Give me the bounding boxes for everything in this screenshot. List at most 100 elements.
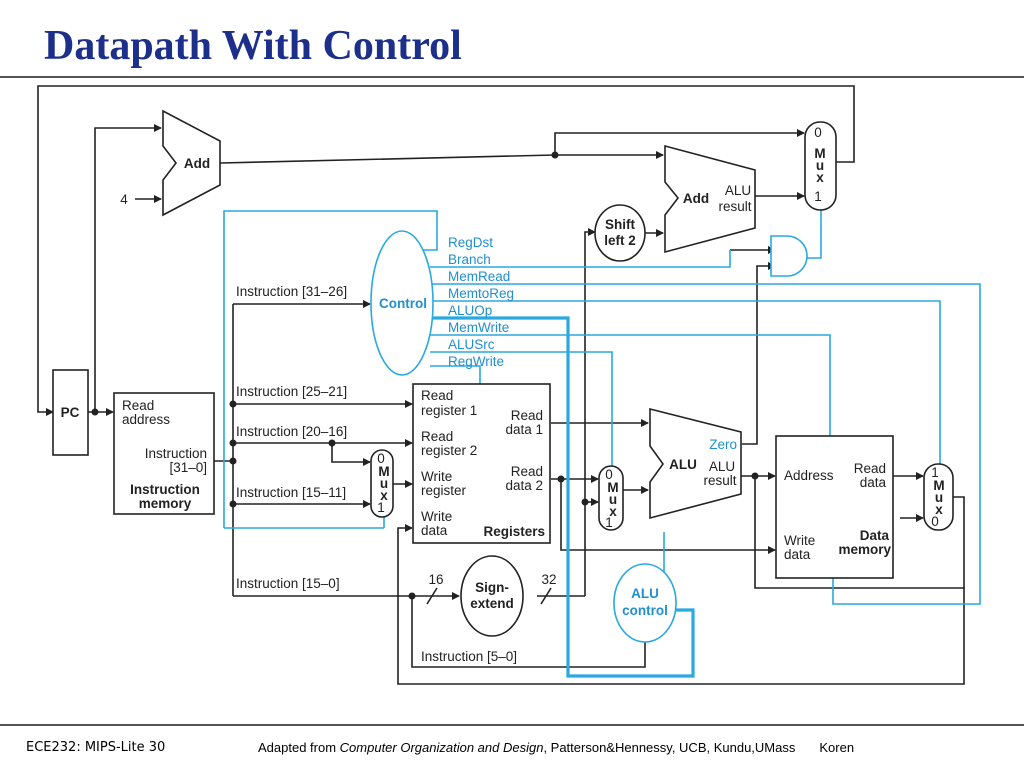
svg-text:1: 1 [931,465,939,480]
svg-text:u: u [935,490,943,505]
svg-text:Write: Write [784,533,815,548]
svg-text:register 2: register 2 [421,443,477,458]
field-15-11: Instruction [15–11] [236,485,346,500]
svg-text:data 2: data 2 [505,478,543,493]
svg-text:Read: Read [511,408,543,423]
svg-text:M: M [607,480,618,495]
signal-memread: MemRead [448,269,510,284]
svg-text:Write: Write [421,509,452,524]
signal-aluop: ALUOp [448,303,492,318]
svg-text:data: data [860,475,887,490]
svg-text:left 2: left 2 [604,233,636,248]
field-20-16: Instruction [20–16] [236,424,347,439]
svg-text:M: M [378,464,389,479]
signal-branch: Branch [448,252,491,267]
svg-text:Read: Read [421,388,453,403]
svg-text:u: u [816,158,824,173]
control-signal-labels: RegDst Branch MemRead MemtoReg ALUOp Mem… [448,235,514,369]
svg-text:data: data [784,547,811,562]
svg-text:Instruction: Instruction [130,482,200,497]
svg-text:result: result [703,473,736,488]
svg-text:Read: Read [511,464,543,479]
branch-adder: Add ALU result [664,144,756,254]
shift-left-2: Shift left 2 [594,204,646,262]
svg-text:0: 0 [931,514,939,529]
svg-text:result: result [718,199,751,214]
svg-text:x: x [609,504,617,519]
svg-text:Sign-: Sign- [475,580,509,595]
alu: ALU Zero ALU result [649,407,742,520]
svg-text:1: 1 [814,189,822,204]
svg-text:x: x [380,488,388,503]
pc-register: PC [52,369,89,456]
field-5-0: Instruction [5–0] [421,649,517,664]
footer-credit: Adapted from Computer Organization and D… [258,740,855,755]
field-31-26: Instruction [31–26] [236,284,347,299]
signal-alusrc: ALUSrc [448,337,495,352]
svg-text:data 1: data 1 [505,422,543,437]
svg-text:Address: Address [784,468,834,483]
footer-course: ECE232: MIPS-Lite 30 [26,740,166,755]
junction-dots [91,151,759,600]
svg-text:x: x [816,170,824,185]
svg-text:Data: Data [860,528,890,543]
svg-text:register: register [421,483,467,498]
title-divider [0,76,1024,78]
register-file: Read register 1 Read register 2 Write re… [412,383,551,544]
svg-text:address: address [122,412,170,427]
svg-text:memory: memory [838,542,891,557]
signal-regdst: RegDst [448,235,493,250]
width-16-label: 16 [428,572,443,587]
svg-text:0: 0 [605,467,613,482]
control-wires [223,196,981,678]
svg-text:ALU: ALU [725,183,751,198]
svg-text:u: u [609,492,617,507]
regdst-mux: 0 M u x 1 [370,449,394,518]
alu-control: ALU control [613,563,677,643]
svg-text:Shift: Shift [605,217,635,232]
svg-text:Read: Read [854,461,886,476]
svg-text:PC: PC [61,405,80,420]
svg-text:register 1: register 1 [421,403,477,418]
svg-text:1: 1 [605,515,613,530]
pc-source-mux: 0 M u x 1 [804,121,837,211]
svg-text:ALU: ALU [669,457,697,472]
constant-four: 4 [120,192,128,207]
svg-text:x: x [935,502,943,517]
field-25-21: Instruction [25–21] [236,384,347,399]
svg-text:Add: Add [184,156,210,171]
svg-text:Control: Control [379,296,427,311]
pc-adder: Add [162,109,221,217]
svg-text:ALU: ALU [631,586,659,601]
svg-text:[31–0]: [31–0] [169,460,207,475]
svg-text:M: M [814,146,825,161]
svg-text:0: 0 [814,125,822,140]
footer-divider [0,724,1024,726]
alusrc-mux: 0 M u x 1 [598,465,624,531]
svg-text:extend: extend [470,596,514,611]
signal-memwrite: MemWrite [448,320,509,335]
svg-text:0: 0 [377,451,385,466]
width-32-label: 32 [541,572,556,587]
svg-text:Add: Add [683,191,709,206]
svg-text:Write: Write [421,469,452,484]
svg-text:u: u [380,476,388,491]
svg-text:Read: Read [122,398,154,413]
svg-text:1: 1 [377,500,385,515]
branch-and-gate [770,235,808,277]
svg-text:ALU: ALU [709,459,735,474]
datapath-wires [37,85,965,685]
instruction-memory: Read address Instruction [31–0] Instruct… [113,392,215,515]
slide-title: Datapath With Control [44,23,462,69]
svg-text:data: data [421,523,448,538]
svg-text:M: M [933,478,944,493]
svg-text:control: control [622,603,668,618]
alu-zero-flag: Zero [709,437,737,452]
signal-regwrite: RegWrite [448,354,504,369]
svg-text:Instruction: Instruction [145,446,207,461]
svg-text:Registers: Registers [483,524,545,539]
data-memory: Address Read data Write data Data memory [775,435,894,579]
memtoreg-mux: 1 M u x 0 [923,463,954,531]
instruction-field-labels: Instruction [31–26] Instruction [25–21] … [236,284,517,664]
